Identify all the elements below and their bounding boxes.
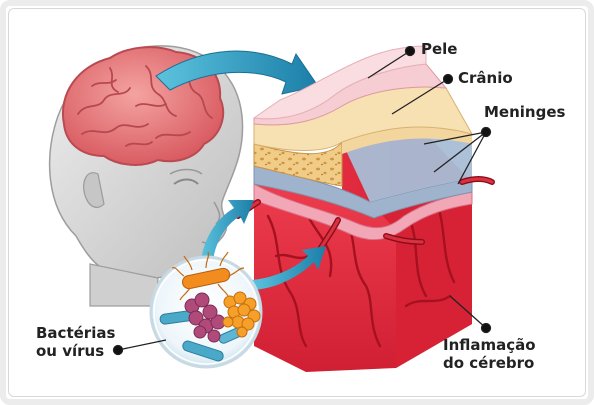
label-bacterias-ou-virus: Bactérias ou vírus [36, 324, 115, 360]
purple-virus-chain [184, 292, 226, 343]
label-bacterias-line2: ou vírus [36, 342, 105, 360]
label-bacterias-line1: Bactérias [36, 324, 116, 342]
label-inflamacao-do-cerebro: Inflamação do cérebro [443, 336, 536, 372]
label-meninges: Meninges [484, 103, 566, 121]
leader-lines [112, 45, 492, 356]
label-cranio: Crânio [458, 69, 513, 87]
tissue-cross-section [235, 45, 495, 372]
meningitis-illustration [48, 45, 495, 372]
label-pele: Pele [421, 40, 458, 58]
label-inflamacao-line1: Inflamação [443, 336, 536, 354]
label-inflamacao-line2: do cérebro [443, 354, 535, 372]
pathogen-magnifier [149, 251, 263, 369]
inner-border [8, 8, 586, 397]
orange-cocci [222, 291, 261, 338]
pathogen-arrows [200, 200, 326, 290]
orange-bacillus [171, 251, 245, 301]
